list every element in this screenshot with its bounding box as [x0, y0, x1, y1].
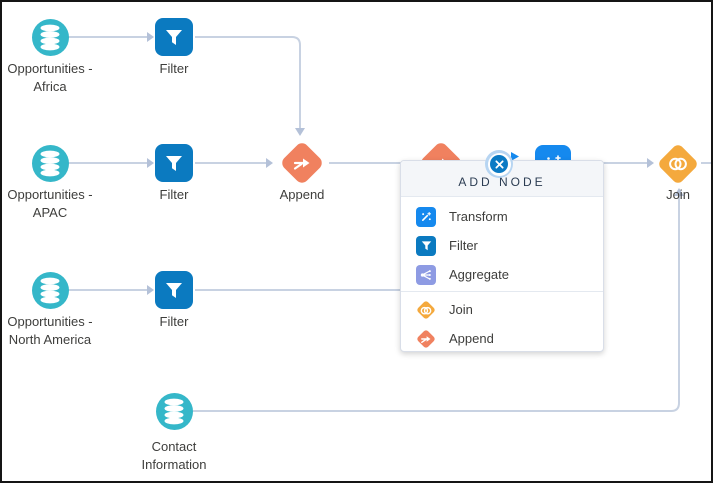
dataset-icon: [164, 398, 184, 424]
menu-item-join[interactable]: Join: [401, 295, 603, 324]
node-filter-north-america[interactable]: [155, 271, 193, 309]
dataset-icon: [40, 24, 60, 50]
node-filter-apac[interactable]: [155, 144, 193, 182]
append-icon: [416, 328, 436, 349]
filter-icon: [166, 283, 182, 298]
add-node-menu-section-1: Transform Filter: [401, 197, 603, 291]
menu-item-filter[interactable]: Filter: [401, 231, 603, 260]
node-label-apac: Opportunities - APAC: [7, 187, 93, 220]
dataset-icon: [40, 150, 60, 176]
filter-icon: [416, 235, 436, 256]
node-label-africa: Opportunities - Africa: [7, 61, 93, 94]
node-label-join: Join: [666, 187, 690, 202]
join-icon: [669, 157, 687, 171]
node-filter-africa[interactable]: [155, 18, 193, 56]
transform-icon: [416, 206, 436, 227]
close-icon: [494, 159, 504, 169]
filter-icon: [166, 30, 182, 45]
node-label-append: Append: [279, 187, 325, 202]
node-dataset-apac[interactable]: [31, 144, 69, 182]
edge-contact-join: [193, 196, 680, 412]
menu-item-transform[interactable]: Transform: [401, 202, 603, 231]
menu-item-label: Transform: [449, 209, 508, 224]
menu-item-label: Filter: [449, 238, 478, 253]
join-icon: [416, 299, 436, 320]
node-label-filter3: Filter: [159, 314, 189, 329]
node-dataset-contact[interactable]: [155, 392, 193, 430]
node-append[interactable]: [279, 140, 325, 186]
add-node-popup: ADD NODE Transform: [400, 160, 604, 352]
popup-close-button[interactable]: [485, 150, 513, 178]
add-node-menu-section-2: Join Append: [401, 291, 603, 355]
node-join[interactable]: [656, 142, 700, 186]
append-icon: [293, 158, 310, 170]
dataset-icon: [40, 277, 60, 303]
edge-filter1-append: [195, 36, 301, 128]
node-label-north-america: Opportunities - North America: [7, 314, 93, 347]
node-label-filter1: Filter: [159, 61, 189, 76]
filter-icon: [166, 156, 182, 171]
node-label-filter2: Filter: [159, 187, 189, 202]
menu-item-append[interactable]: Append: [401, 324, 603, 353]
menu-item-aggregate[interactable]: Aggregate: [401, 260, 603, 289]
selected-edge-arrow: [511, 152, 519, 161]
menu-item-label: Aggregate: [449, 267, 509, 282]
node-dataset-africa[interactable]: [31, 18, 69, 56]
node-dataset-north-america[interactable]: [31, 271, 69, 309]
aggregate-icon: [416, 264, 436, 285]
menu-item-label: Join: [449, 302, 473, 317]
menu-item-label: Append: [449, 331, 494, 346]
node-label-contact: Contact Information: [141, 439, 207, 472]
